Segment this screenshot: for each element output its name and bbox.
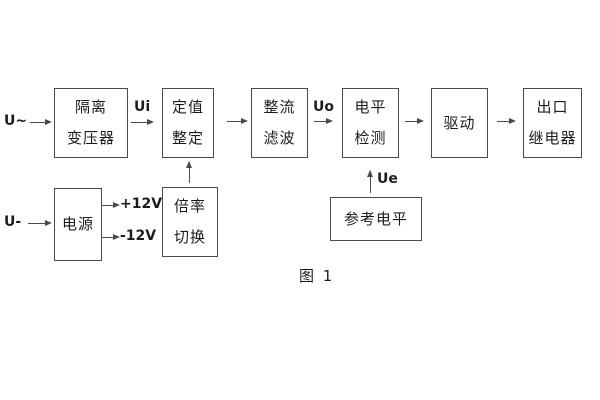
block-label-line: 切换 — [173, 228, 206, 246]
block-rectify-filter: 整流 滤波 — [251, 88, 308, 158]
arrow-uo — [314, 117, 333, 124]
block-label-line: 滤波 — [263, 129, 296, 147]
block-power-supply: 电源 — [54, 188, 102, 261]
block-label-line: 驱动 — [443, 113, 476, 132]
block-label-line: 出口 — [536, 98, 569, 116]
arrow-setting-to-rectify — [227, 117, 248, 124]
figure-caption: 图 1 — [299, 267, 335, 285]
arrow-minus-12v — [101, 233, 120, 240]
block-label-line: 隔离 — [74, 98, 107, 116]
label-ui: Ui — [134, 99, 151, 115]
arrow-dc-input — [28, 219, 52, 226]
block-ratio-switch: 倍率 切换 — [162, 187, 218, 257]
arrow-detect-to-drive — [405, 117, 424, 124]
arrow-ac-input — [30, 118, 52, 125]
label-minus-12v: -12V — [120, 228, 157, 244]
block-label-line: 变压器 — [66, 129, 115, 147]
block-label-line: 定值 — [171, 98, 204, 116]
block-value-setting: 定值 整定 — [162, 88, 214, 158]
block-label-line: 电源 — [61, 215, 94, 233]
arrow-ratio-to-setting — [185, 161, 192, 183]
label-ac-input: U~ — [4, 113, 28, 129]
block-label-line: 检测 — [354, 129, 387, 147]
block-label-line: 参考电平 — [343, 209, 408, 228]
arrow-ui — [131, 118, 154, 125]
block-output-relay: 出口 继电器 — [523, 88, 582, 158]
label-uo: Uo — [313, 99, 334, 115]
label-dc-input: U- — [4, 214, 22, 230]
label-ue: Ue — [377, 171, 398, 187]
block-level-detection: 电平 检测 — [342, 88, 399, 158]
block-isolation-transformer: 隔离 变压器 — [54, 88, 128, 158]
arrow-drive-to-relay — [497, 117, 516, 124]
label-plus-12v: +12V — [120, 196, 163, 212]
block-label-line: 电平 — [354, 98, 387, 116]
block-reference-level: 参考电平 — [330, 197, 422, 241]
arrow-plus-12v — [101, 201, 120, 208]
block-label-line: 继电器 — [528, 129, 577, 147]
arrow-ue-to-detect — [366, 170, 373, 193]
block-drive: 驱动 — [431, 88, 488, 158]
block-label-line: 整定 — [171, 129, 204, 147]
block-label-line: 整流 — [263, 98, 296, 116]
block-label-line: 倍率 — [173, 197, 206, 215]
